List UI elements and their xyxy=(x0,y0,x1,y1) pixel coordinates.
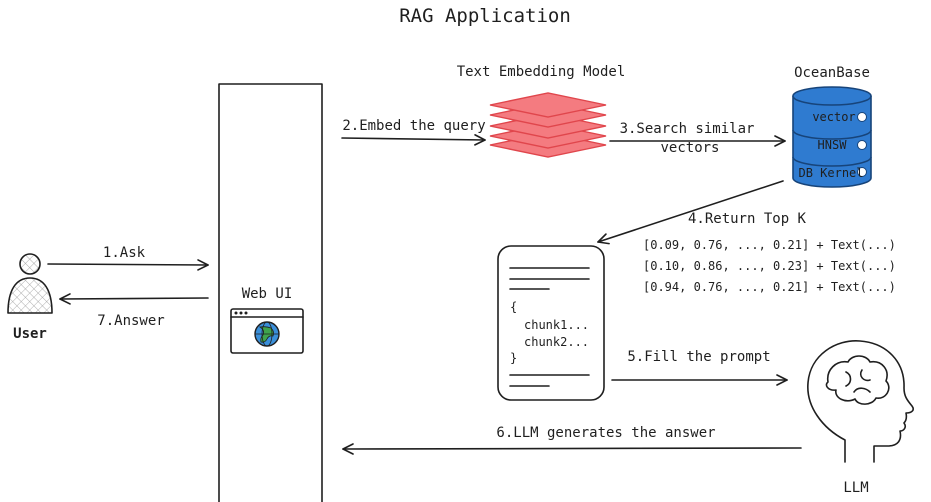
search-label-line2: vectors xyxy=(660,140,719,156)
database-layer-kernel: DB Kernel xyxy=(798,166,863,180)
user-icon xyxy=(7,253,53,314)
web-ui-column xyxy=(218,83,323,502)
answer-label: 7.Answer xyxy=(97,313,164,329)
prompt-open-brace: { xyxy=(510,300,517,314)
web-ui-label: Web UI xyxy=(242,286,293,302)
database-name-label: OceanBase xyxy=(794,65,870,81)
result-row-3: [0.94, 0.76, ..., 0.21] + Text(...) xyxy=(643,280,896,294)
answer-arrow xyxy=(59,293,209,305)
ask-arrow xyxy=(47,259,209,271)
search-label-line1: 3.Search similar xyxy=(620,121,755,137)
diagram-title: RAG Application xyxy=(399,5,571,27)
ask-label: 1.Ask xyxy=(103,245,146,261)
return-topk-label: 4.Return Top K xyxy=(688,211,807,227)
database-layer-vector: vector xyxy=(812,110,855,124)
llm-label: LLM xyxy=(843,480,868,496)
database-cylinder-icon xyxy=(792,86,872,188)
embedding-model-label: Text Embedding Model xyxy=(457,64,626,80)
document-icon xyxy=(497,245,605,401)
generate-answer-arrow xyxy=(342,443,802,455)
generate-answer-label: 6.LLM generates the answer xyxy=(496,425,715,441)
prompt-close-brace: } xyxy=(510,351,517,365)
return-topk-arrow xyxy=(597,180,784,245)
head-brain-icon xyxy=(807,340,914,463)
stacked-layers-icon xyxy=(489,92,607,158)
user-label: User xyxy=(13,326,47,342)
fill-prompt-label: 5.Fill the prompt xyxy=(627,349,770,365)
database-layer-hnsw: HNSW xyxy=(818,138,848,152)
prompt-chunk-1: chunk1... xyxy=(524,318,589,332)
browser-globe-icon xyxy=(230,308,304,354)
embed-arrow xyxy=(341,134,486,146)
result-row-1: [0.09, 0.76, ..., 0.21] + Text(...) xyxy=(643,238,896,252)
prompt-chunk-2: chunk2... xyxy=(524,335,589,349)
embed-label: 2.Embed the query xyxy=(342,118,485,134)
result-row-2: [0.10, 0.86, ..., 0.23] + Text(...) xyxy=(643,259,896,273)
